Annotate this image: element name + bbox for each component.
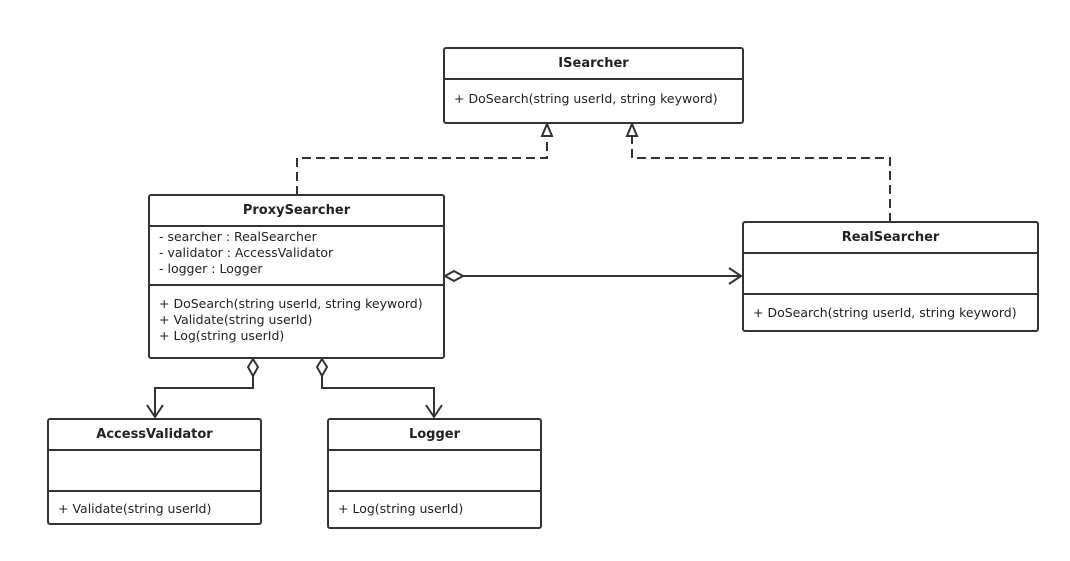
aggregation-arrowhead-logger <box>425 404 443 419</box>
class-name: RealSearcher <box>744 223 1037 254</box>
class-name: Logger <box>329 420 540 451</box>
aggregation-arrowhead-validator <box>146 404 164 419</box>
aggregation-arrowhead-real <box>728 267 743 285</box>
operations-section: + Log(string userId) <box>329 492 540 520</box>
aggregation-proxy-to-validator <box>154 376 254 417</box>
attributes-section <box>329 451 540 492</box>
attributes-section: - searcher : RealSearcher - validator : … <box>150 227 443 286</box>
realization-arrowhead-proxy <box>540 121 554 137</box>
operation: + Log(string userId) <box>159 328 285 343</box>
operations-section: + DoSearch(string userId, string keyword… <box>150 286 443 347</box>
aggregation-diamond-validator <box>246 357 260 379</box>
operations-section: + DoSearch(string userId, string keyword… <box>445 80 742 110</box>
class-accessvalidator[interactable]: AccessValidator + Validate(string userId… <box>47 418 262 525</box>
class-proxysearcher[interactable]: ProxySearcher - searcher : RealSearcher … <box>148 194 445 359</box>
realization-proxy-to-isearcher <box>296 136 548 195</box>
class-name: AccessValidator <box>49 420 260 451</box>
operation: + DoSearch(string userId, string keyword… <box>159 296 423 311</box>
attributes-section <box>744 254 1037 295</box>
operations-section: + DoSearch(string userId, string keyword… <box>744 295 1037 324</box>
operation: + DoSearch(string userId, string keyword… <box>753 305 1017 320</box>
realization-real-to-isearcher <box>631 136 891 222</box>
operation: + Validate(string userId) <box>159 312 313 327</box>
attributes-section <box>49 451 260 492</box>
aggregation-proxy-to-logger <box>321 376 435 417</box>
class-realsearcher[interactable]: RealSearcher + DoSearch(string userId, s… <box>742 221 1039 332</box>
class-name: ProxySearcher <box>150 196 443 227</box>
attribute: - searcher : RealSearcher <box>159 229 317 244</box>
aggregation-diamond-real <box>442 269 466 283</box>
operation: + DoSearch(string userId, string keyword… <box>454 91 718 106</box>
attribute: - validator : AccessValidator <box>159 245 334 260</box>
operation: + Log(string userId) <box>338 501 464 516</box>
class-name: ISearcher <box>445 49 742 80</box>
class-logger[interactable]: Logger + Log(string userId) <box>327 418 542 529</box>
aggregation-diamond-logger <box>315 357 329 379</box>
class-isearcher[interactable]: ISearcher + DoSearch(string userId, stri… <box>443 47 744 124</box>
attribute: - logger : Logger <box>159 261 263 276</box>
operation: + Validate(string userId) <box>58 501 212 516</box>
operations-section: + Validate(string userId) <box>49 492 260 520</box>
realization-arrowhead-real <box>625 121 639 137</box>
